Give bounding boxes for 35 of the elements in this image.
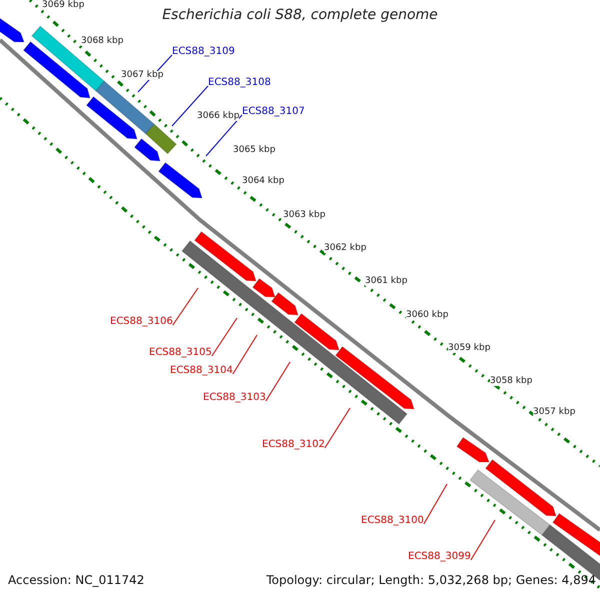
diagram-title: Escherichia coli S88, complete genome xyxy=(161,8,439,22)
scale-label: 3068 kbp xyxy=(81,37,124,46)
scale-label: 3063 kbp xyxy=(283,211,326,220)
gene-label: ECS88_3104 xyxy=(170,366,233,376)
leader-line xyxy=(172,86,208,126)
gene-label: ECS88_3108 xyxy=(208,78,271,88)
gene-label: ECS88_3107 xyxy=(242,107,305,117)
leader-line xyxy=(470,520,496,560)
scale-label: 3066 kbp xyxy=(197,112,240,121)
gene-label: ECS88_3105 xyxy=(149,348,212,358)
accession-note: Accession: NC_011742 xyxy=(8,574,144,586)
scale-label: 3058 kbp xyxy=(490,377,532,386)
gene-label: ECS88_3106 xyxy=(110,317,173,327)
scale-label: 3062 kbp xyxy=(324,244,366,253)
leader-line xyxy=(232,334,258,374)
scale-label: 3059 kbp xyxy=(448,344,490,353)
scale-label: 3057 kbp xyxy=(533,408,576,417)
gene-label: ECS88_3103 xyxy=(203,393,266,403)
leader-line xyxy=(324,408,350,448)
gene-label: ECS88_3109 xyxy=(172,47,235,57)
scale-label: 3061 kbp xyxy=(365,277,408,286)
scale-label: 3067 kbp xyxy=(121,71,164,80)
genome-stats-note: Topology: circular; Length: 5,032,268 bp; Genes: 4,894 xyxy=(266,574,596,586)
scale-label: 3064 kbp xyxy=(242,177,284,186)
gene-label: ECS88_3099 xyxy=(408,552,471,562)
leader-line xyxy=(265,362,290,402)
leader-line xyxy=(211,318,238,356)
gene-label: ECS88_3102 xyxy=(262,440,325,450)
leader-line xyxy=(423,484,448,524)
leader-line xyxy=(206,114,242,156)
scale-label: 3060 kbp xyxy=(406,311,448,320)
leader-line xyxy=(172,288,198,326)
scale-label: 3069 kbp xyxy=(42,1,84,10)
gene-label: ECS88_3100 xyxy=(361,516,424,526)
scale-label: 3065 kbp xyxy=(233,146,276,155)
